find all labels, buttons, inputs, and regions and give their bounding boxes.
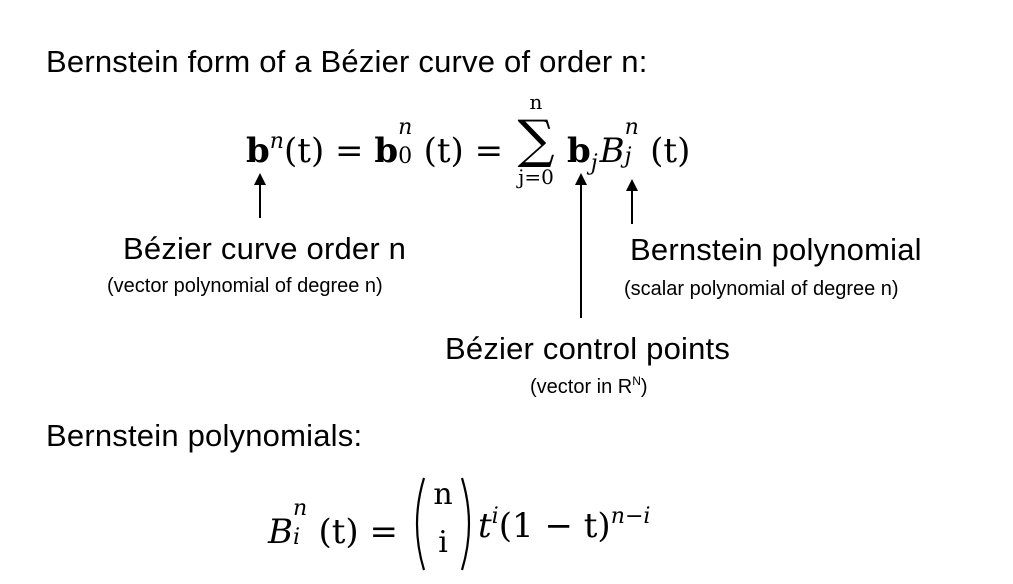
control-points-note-sup: N [632, 374, 641, 388]
eq2-B-sup: n [293, 494, 308, 521]
arrow-control-points [575, 173, 587, 318]
eq1-n-sup: n [269, 127, 285, 154]
eq1-bj: b [567, 131, 591, 171]
label-control-points-note: (vector in RN) [530, 374, 648, 398]
label-bernstein-poly: Bernstein polynomial [630, 232, 922, 267]
binomial-coefficient [415, 477, 471, 571]
eq2-equals: = [369, 512, 399, 552]
eq1-t3: (t) [650, 131, 691, 171]
eq2-B: B [268, 512, 293, 552]
eq1-equals-2: = [474, 131, 504, 171]
eq2-one-minus-t: (1 − t) [498, 506, 611, 546]
eq1-B-sup: n [624, 113, 639, 140]
label-curve-order: Bézier curve order n [123, 231, 407, 266]
eq1-b0-sub: 0 [398, 142, 413, 169]
label-curve-order-note: (vector polynomial of degree n) [107, 275, 383, 297]
eq1-B-sub: j [624, 142, 632, 169]
eq1-b0-sup: n [398, 113, 413, 140]
eq2-t-exp: i [491, 502, 499, 529]
eq1-b: b [246, 131, 270, 171]
eq2-t: (t) [318, 512, 359, 552]
sum-lower-limit: j=0 [518, 165, 554, 189]
eq1-t: (t) [284, 131, 325, 171]
control-points-note-suffix: ) [640, 376, 648, 398]
control-points-note-prefix: (vector in R [530, 376, 633, 398]
summation: n ∑ j=0 [500, 92, 572, 188]
eq1-bj-sub: j [590, 149, 598, 176]
eq1-equals-1: = [335, 131, 364, 171]
eq2-t-base: t [478, 506, 492, 546]
arrow-bernstein-poly [626, 179, 638, 224]
eq1-B: B [599, 131, 625, 171]
sum-symbol: ∑ [517, 110, 555, 170]
binom-bottom: i [438, 525, 448, 560]
sum-upper-limit: n [529, 90, 543, 114]
label-bernstein-poly-note: (scalar polynomial of degree n) [624, 278, 899, 300]
binom-top: n [433, 477, 453, 512]
eq1-t2: (t) [423, 131, 464, 171]
arrow-curve-order [254, 173, 266, 218]
heading-bernstein-form: Bernstein form of a Bézier curve of orde… [46, 44, 648, 79]
heading-bernstein-polys: Bernstein polynomials: [46, 418, 363, 453]
label-control-points: Bézier control points [445, 331, 731, 366]
eq2-exp: n−i [610, 502, 651, 529]
eq2-B-sub: i [293, 523, 301, 550]
eq1-b0: b [374, 131, 399, 171]
bernstein-poly-rhs: ti(1 − t)n−i [478, 505, 651, 546]
